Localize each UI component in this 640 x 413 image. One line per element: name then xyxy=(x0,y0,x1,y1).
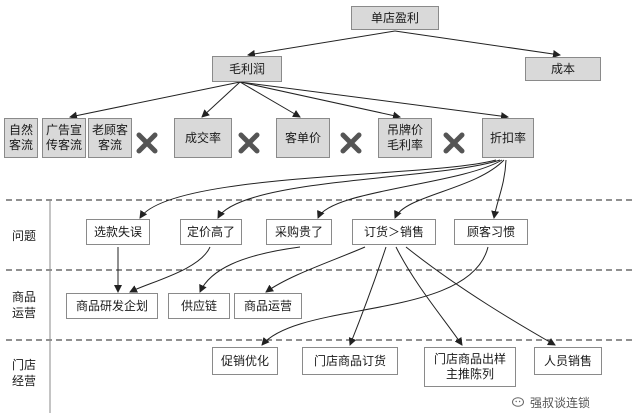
edge-order-staff xyxy=(405,246,556,346)
multiply-icon xyxy=(136,132,158,154)
edge-discount-order xyxy=(394,159,505,219)
edge-margin-conversion xyxy=(201,81,241,118)
factor-repeat-traffic: 老顾客 客流 xyxy=(88,118,132,158)
factor-ad-traffic: 广告宣 传客流 xyxy=(42,118,86,158)
edge-discount-selection xyxy=(139,159,497,219)
edge-margin-discount xyxy=(239,81,509,121)
store-display: 门店商品出样 主推陈列 xyxy=(424,347,516,387)
row-label-store-ops: 门店 经营 xyxy=(11,358,36,388)
ops-operation: 商品运营 xyxy=(234,293,302,319)
edge-margin-price xyxy=(239,81,301,118)
multiply-icon xyxy=(238,132,260,154)
factor-tag-margin: 吊牌价 毛利率 xyxy=(378,118,432,158)
factor-avg-price: 客单价 xyxy=(276,118,330,158)
edge-habit-promo xyxy=(261,246,489,346)
cost-node: 成本 xyxy=(525,57,601,81)
edge-margin-traffic xyxy=(69,81,241,120)
margin-node: 毛利润 xyxy=(212,56,282,82)
watermark-text: 强叔谈连锁 xyxy=(530,396,591,410)
edge-order-store-order xyxy=(348,246,387,346)
factor-conversion: 成交率 xyxy=(174,118,232,158)
store-sales-staff: 人员销售 xyxy=(534,347,602,375)
row-label-problem: 问题 xyxy=(11,229,36,243)
root-node: 单店盈利 xyxy=(351,6,439,30)
problem-order: 订货＞销售 xyxy=(352,219,436,245)
edge-discount-habit xyxy=(491,159,507,219)
wechat-icon xyxy=(512,396,524,407)
row-label-product-ops: 商品 运营 xyxy=(11,290,36,320)
edge-order-display xyxy=(395,246,463,346)
ops-supply: 供应链 xyxy=(168,293,230,319)
edge-root-margin xyxy=(247,30,396,58)
factor-natural-traffic: 自然 客流 xyxy=(4,118,38,158)
edge-order-operation xyxy=(265,246,366,293)
problem-habit: 顾客习惯 xyxy=(454,219,528,245)
store-order: 门店商品订货 xyxy=(302,347,398,375)
edge-discount-pricing xyxy=(217,159,501,219)
edge-discount-purchase xyxy=(317,159,503,219)
multiply-icon xyxy=(443,132,465,154)
problem-pricing: 定价高了 xyxy=(180,219,242,245)
edge-margin-tag xyxy=(239,81,401,120)
edge-pricing-planning xyxy=(129,246,211,293)
watermark: 强叔谈连锁 xyxy=(512,394,590,411)
store-promo: 促销优化 xyxy=(212,347,278,375)
multiply-icon xyxy=(340,132,362,154)
edge-purchase-supply xyxy=(199,246,301,293)
ops-planning: 商品研发企划 xyxy=(66,293,158,319)
factor-discount: 折扣率 xyxy=(482,118,534,158)
problem-purchase: 采购贵了 xyxy=(266,219,332,245)
problem-selection: 选款失误 xyxy=(86,219,150,245)
edge-root-cost xyxy=(394,30,561,58)
